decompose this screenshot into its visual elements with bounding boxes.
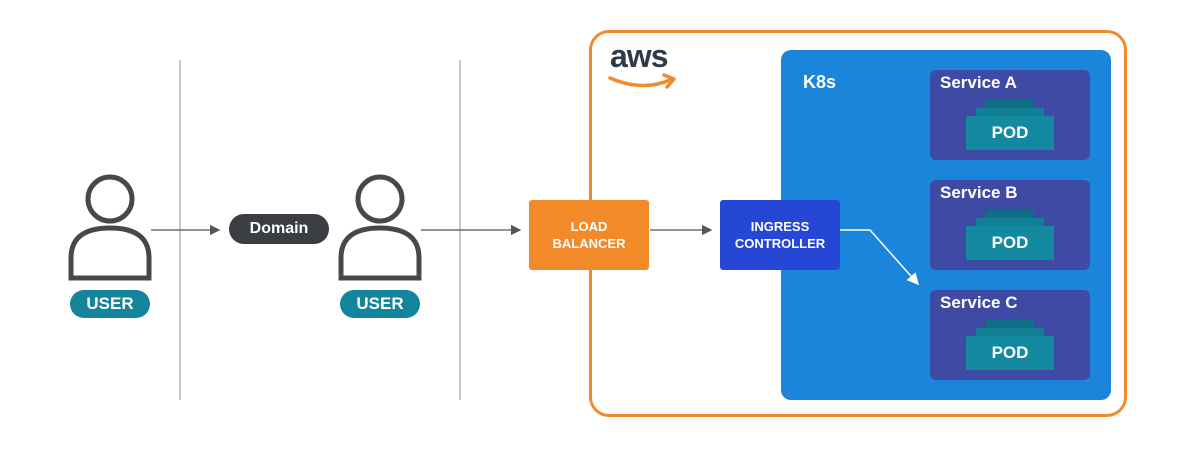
- aws-logo: aws: [610, 38, 668, 74]
- user-1-label: USER: [70, 290, 150, 318]
- service-b-title: Service B: [940, 183, 1018, 202]
- pod-layer-back: [986, 100, 1034, 108]
- pod-stack-c: POD: [966, 320, 1054, 370]
- load-balancer: LOAD BALANCER: [529, 200, 649, 270]
- pod-layer-middle: [976, 108, 1044, 116]
- service-a-title: Service A: [940, 73, 1017, 92]
- domain-pill: Domain: [229, 214, 329, 244]
- pod-layer-middle: [976, 218, 1044, 226]
- pod-b: POD: [966, 226, 1054, 260]
- arrow-ingress-to-service-c: [840, 229, 919, 286]
- k8s-label: K8s: [803, 72, 837, 92]
- service-c-title: Service C: [940, 293, 1018, 312]
- user-1-icon: [68, 174, 152, 281]
- aws-smile-icon: [608, 73, 676, 89]
- service-a: Service A POD: [930, 70, 1090, 160]
- pod-layer-back: [986, 210, 1034, 218]
- service-c: Service C POD: [930, 290, 1090, 380]
- ingress-controller-label: INGRESS CONTROLLER: [734, 219, 826, 251]
- user-2-icon: [338, 174, 422, 281]
- pod-c: POD: [966, 336, 1054, 370]
- pod-layer-back: [986, 320, 1034, 328]
- ingress-controller: INGRESS CONTROLLER: [720, 200, 840, 270]
- service-b: Service B POD: [930, 180, 1090, 270]
- user-2-label: USER: [340, 290, 420, 318]
- pod-stack-a: POD: [966, 100, 1054, 150]
- pod-stack-b: POD: [966, 210, 1054, 260]
- pod-layer-middle: [976, 328, 1044, 336]
- pod-a: POD: [966, 116, 1054, 150]
- load-balancer-label: LOAD BALANCER: [552, 219, 626, 251]
